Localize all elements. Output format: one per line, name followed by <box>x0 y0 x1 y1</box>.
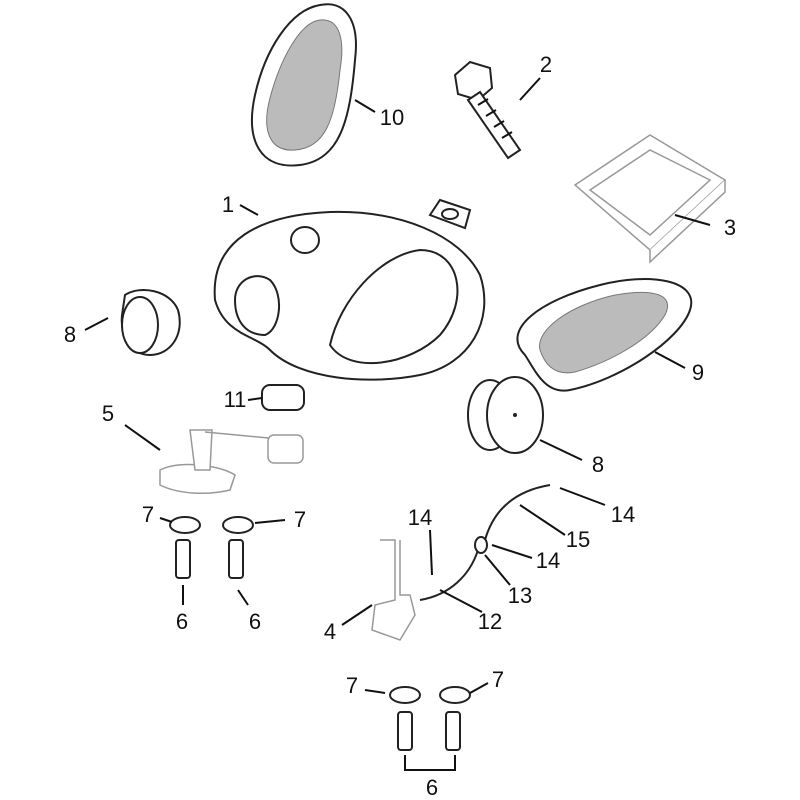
grommet-11 <box>261 384 305 411</box>
bracket-3 <box>573 134 727 264</box>
knee-pad-10 <box>251 3 357 167</box>
washers-bolts-bottom <box>389 686 471 751</box>
callout-1: 1 <box>221 192 235 217</box>
callout-14: 14 <box>407 505 433 530</box>
fuel-tank-1 <box>213 198 486 381</box>
callout-15: 15 <box>565 527 591 552</box>
bolt-2 <box>453 60 522 160</box>
callout-3: 3 <box>723 215 737 240</box>
callout-6: 6 <box>175 609 189 634</box>
callout-13: 13 <box>507 583 533 608</box>
callout-7: 7 <box>293 507 307 532</box>
cap-8-right <box>467 376 544 454</box>
callout-4: 4 <box>323 619 337 644</box>
callout-11: 11 <box>223 387 247 412</box>
fuel-line-12-15 <box>419 484 551 601</box>
callout-8: 8 <box>63 322 77 347</box>
callout-9: 9 <box>691 360 705 385</box>
callout-2: 2 <box>539 52 553 77</box>
knee-pad-9 <box>516 278 693 392</box>
callout-5: 5 <box>101 401 115 426</box>
fuel-tap-4 <box>371 539 416 641</box>
callout-7: 7 <box>491 667 505 692</box>
callout-14: 14 <box>610 502 636 527</box>
washers-bolts-left <box>169 516 254 579</box>
callout-14: 14 <box>535 548 561 573</box>
callout-10: 10 <box>379 105 405 130</box>
callout-7: 7 <box>141 502 155 527</box>
callout-6: 6 <box>425 775 439 800</box>
callout-6: 6 <box>248 609 262 634</box>
fuel-sender-5 <box>159 429 304 495</box>
callout-7: 7 <box>345 673 359 698</box>
cap-8-left <box>120 289 181 357</box>
callout-8: 8 <box>591 452 605 477</box>
callout-12: 12 <box>477 609 503 634</box>
leader-lines <box>84 77 711 771</box>
